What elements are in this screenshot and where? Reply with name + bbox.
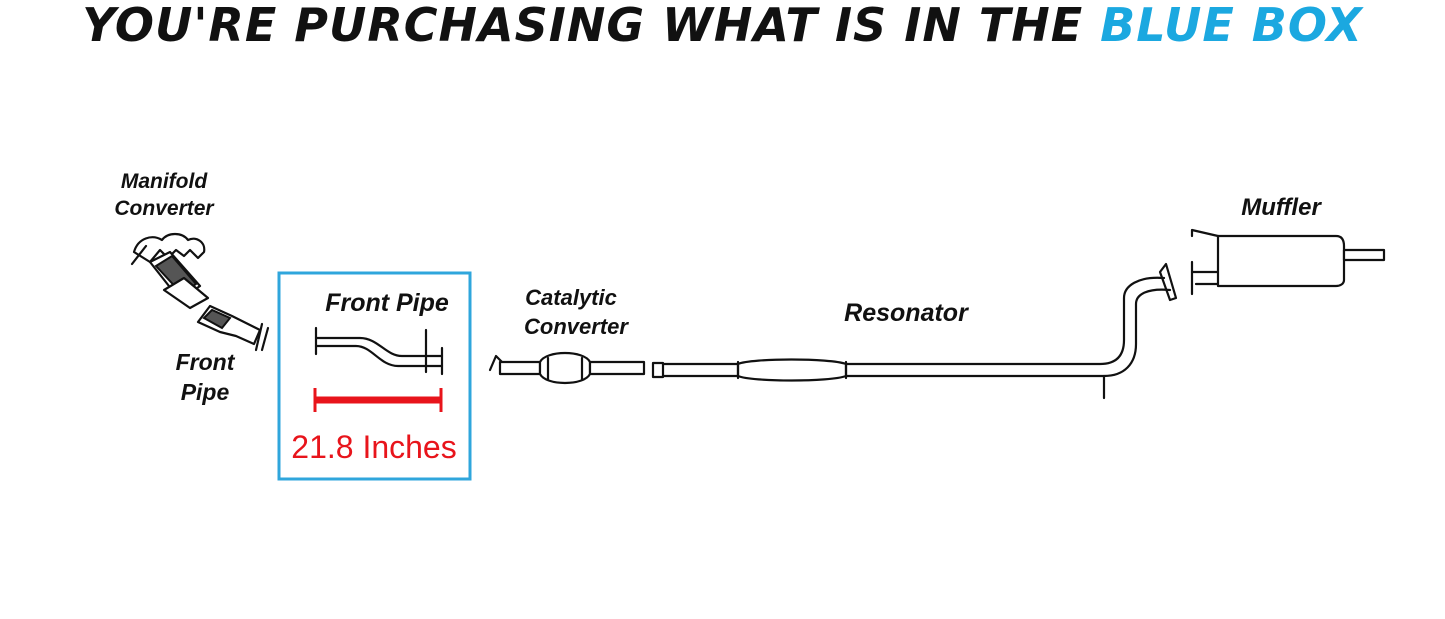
purchase-highlight-box: [277, 271, 472, 481]
catalytic-converter-part: [488, 352, 646, 384]
headline-prefix: YOU'RE PURCHASING WHAT IS IN THE: [82, 0, 1084, 52]
front-pipe-boxed-drawing: [314, 326, 444, 376]
measurement-bar: [313, 388, 443, 412]
manifold-label-line1: Manifold: [121, 170, 208, 193]
resonator-label: Resonator: [844, 299, 969, 327]
muffler-part: [1190, 228, 1386, 296]
measurement-label: 21.8 Inches: [291, 429, 456, 465]
manifold-converter-part: [130, 232, 210, 310]
muffler-label: Muffler: [1241, 194, 1322, 221]
resonator-part: [651, 262, 1178, 400]
boxed-part-label: Front Pipe: [325, 289, 449, 317]
headline-highlight: BLUE BOX: [1100, 0, 1363, 52]
manifold-label-line2: Converter: [114, 197, 215, 220]
catalytic-label-line2: Converter: [524, 314, 629, 339]
headline: YOU'RE PURCHASING WHAT IS IN THE BLUE BO…: [0, 0, 1445, 50]
catalytic-label-line1: Catalytic: [525, 285, 617, 310]
front-pipe-label-line2: Pipe: [181, 379, 230, 405]
front-pipe-part-left: [196, 304, 270, 352]
front-pipe-label-line1: Front: [176, 349, 236, 375]
